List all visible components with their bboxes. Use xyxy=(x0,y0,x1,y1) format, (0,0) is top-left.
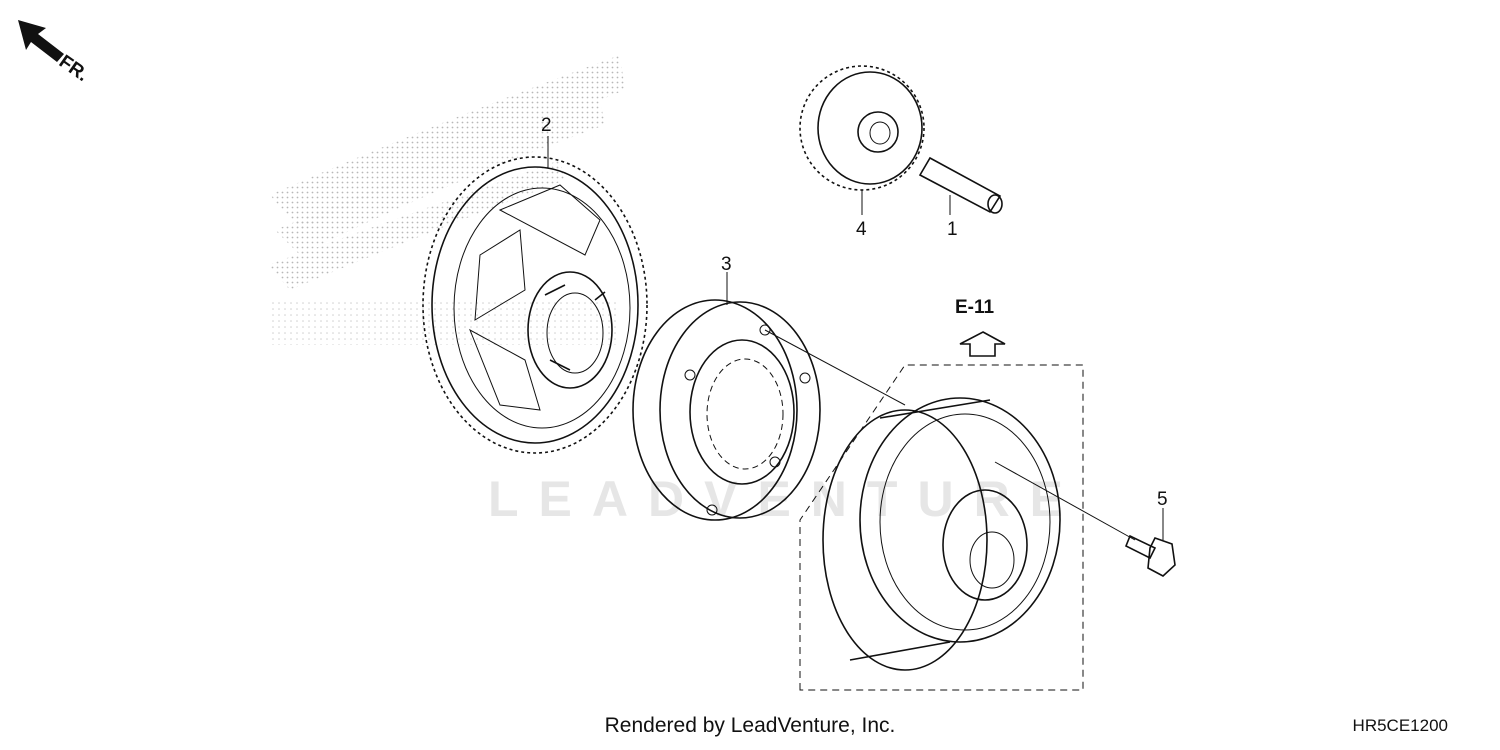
up-arrow-outline-icon xyxy=(959,331,1006,357)
idle-gear-part-4 xyxy=(799,65,925,191)
callout-4: 4 xyxy=(856,219,867,240)
arrow-up-left-icon xyxy=(18,20,64,62)
diagram-code: HR5CE1200 xyxy=(1352,716,1448,735)
callout-5: 5 xyxy=(1157,489,1168,510)
flywheel-assembly xyxy=(822,397,1061,671)
render-credit: Rendered by LeadVenture, Inc. xyxy=(604,714,896,737)
reference-assembly-box xyxy=(799,364,1084,691)
pin-part-1 xyxy=(918,156,1003,214)
front-direction-indicator: FR. xyxy=(18,20,92,86)
large-gear-part-2 xyxy=(422,156,648,454)
callout-1: 1 xyxy=(947,219,958,240)
leadventure-watermark: LEADVENTURE xyxy=(488,471,1084,527)
callout-2: 2 xyxy=(541,115,552,136)
one-way-clutch-part-3 xyxy=(632,299,821,521)
reference-label: E-11 xyxy=(955,297,995,318)
brand-logo-background xyxy=(268,55,625,345)
leader-lines xyxy=(547,136,1164,541)
bolt-part-5 xyxy=(1124,534,1176,577)
callout-3: 3 xyxy=(721,254,732,275)
